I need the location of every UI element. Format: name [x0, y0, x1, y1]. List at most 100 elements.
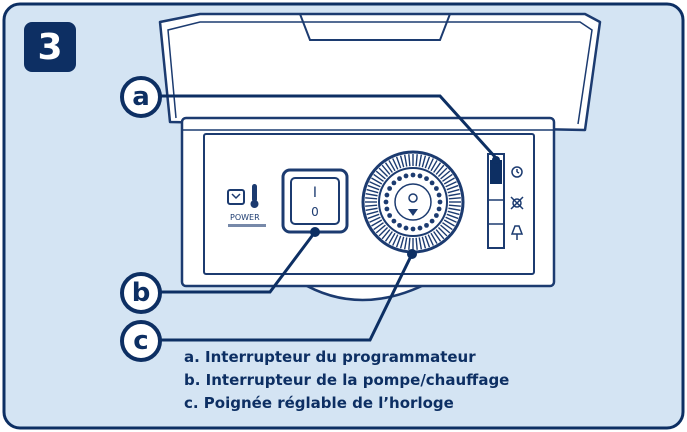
dial-pin[interactable]	[429, 218, 435, 224]
pointer-dot-a	[492, 156, 500, 164]
dial-tick	[367, 213, 380, 220]
dial-pin[interactable]	[429, 180, 435, 186]
dial-tick	[427, 158, 434, 170]
power-sublabel-mark	[228, 224, 266, 227]
dial-tick	[448, 207, 461, 212]
dial-pin[interactable]	[384, 206, 390, 212]
dial-tick	[384, 231, 393, 242]
step-number-badge: 3	[24, 22, 76, 72]
dial-pin[interactable]	[403, 225, 409, 231]
callout-c: c	[120, 320, 162, 362]
dial-tick	[418, 237, 423, 250]
dial-pin[interactable]	[417, 173, 423, 179]
box-lid-inner	[167, 21, 593, 125]
dial-tick	[446, 213, 459, 220]
dial-tick	[369, 181, 381, 188]
dial-tick	[430, 160, 438, 172]
dial-tick	[430, 232, 438, 244]
dial-tick	[367, 184, 380, 191]
dial-tick	[366, 188, 379, 194]
dial-pin[interactable]	[387, 213, 393, 218]
dial-pin[interactable]	[436, 206, 442, 212]
dial-pin[interactable]	[403, 173, 409, 179]
dial-pin[interactable]	[424, 222, 429, 228]
switch-off-mark: 0	[311, 205, 319, 219]
dial-tick	[365, 204, 378, 207]
dial-tick	[381, 164, 391, 175]
leader-line-b	[160, 231, 317, 294]
legend-item-b: b. Interrupteur de la pompe/chauffage	[184, 371, 510, 389]
pump-heater-switch[interactable]: I 0	[281, 168, 349, 234]
timer-dial-ticks	[365, 154, 461, 250]
dial-tick	[421, 236, 427, 249]
dial-pin[interactable]	[397, 222, 402, 228]
dial-tick	[433, 231, 442, 242]
dial-tick	[399, 155, 405, 168]
dial-tick	[443, 219, 455, 227]
dial-tick	[445, 216, 457, 223]
dial-pin[interactable]	[391, 218, 397, 224]
dial-pin[interactable]	[410, 226, 416, 232]
dial-tick	[408, 237, 411, 250]
dial-tick	[375, 224, 386, 234]
dial-tick	[424, 235, 431, 248]
dial-pin[interactable]	[387, 186, 393, 191]
dial-pin[interactable]	[391, 180, 397, 186]
dial-tick	[437, 167, 448, 178]
timer-dial-pointer-icon	[408, 209, 418, 216]
dial-pin[interactable]	[433, 186, 439, 191]
dial-pin[interactable]	[417, 225, 423, 231]
dial-tick	[448, 204, 461, 207]
dial-tick	[384, 162, 393, 173]
dial-tick	[448, 197, 461, 200]
dial-tick	[415, 154, 418, 167]
dial-tick	[442, 173, 453, 182]
dial-pin[interactable]	[424, 176, 429, 182]
dial-tick	[399, 236, 405, 249]
pointer-dot-c	[407, 249, 417, 259]
dial-tick	[435, 164, 445, 175]
callout-a: a	[120, 76, 162, 118]
dial-tick	[365, 207, 378, 212]
dial-tick	[373, 222, 384, 231]
dial-pin[interactable]	[437, 199, 443, 205]
legend-item-c: c. Poignée réglable de l’horloge	[184, 394, 454, 412]
dial-tick	[446, 184, 459, 191]
dial-pin[interactable]	[436, 192, 442, 198]
dial-tick	[371, 219, 383, 227]
dial-tick	[408, 154, 411, 167]
dial-tick	[442, 222, 453, 231]
dial-tick	[435, 229, 445, 240]
legend: a. Interrupteur du programmateur b. Inte…	[184, 346, 509, 415]
dial-tick	[369, 216, 381, 223]
switch-on-mark: I	[313, 185, 317, 201]
timer-dial[interactable]	[361, 150, 465, 254]
auto-mode-icon	[510, 196, 524, 210]
dial-tick	[395, 156, 402, 169]
box-lid-flap	[299, 13, 451, 41]
dial-tick	[403, 154, 408, 167]
dial-tick	[378, 226, 389, 237]
callout-b: b	[120, 272, 162, 314]
dial-tick	[447, 210, 460, 216]
dial-tick	[443, 177, 455, 185]
programmer-switch[interactable]	[487, 153, 505, 249]
dial-tick	[378, 167, 389, 178]
dial-tick	[365, 192, 378, 197]
dial-tick	[388, 160, 396, 172]
dial-pin[interactable]	[383, 199, 389, 205]
box-lid	[158, 12, 602, 132]
dial-tick	[440, 224, 451, 234]
dial-tick	[415, 237, 418, 250]
dial-tick	[437, 226, 448, 237]
dial-pin[interactable]	[384, 192, 390, 198]
dial-tick	[448, 192, 461, 197]
dial-pin[interactable]	[410, 172, 416, 178]
dial-tick	[381, 229, 391, 240]
dial-pin[interactable]	[397, 176, 402, 182]
power-indicator-icon	[227, 184, 259, 208]
dial-pin[interactable]	[433, 213, 439, 218]
dial-tick	[392, 234, 399, 246]
